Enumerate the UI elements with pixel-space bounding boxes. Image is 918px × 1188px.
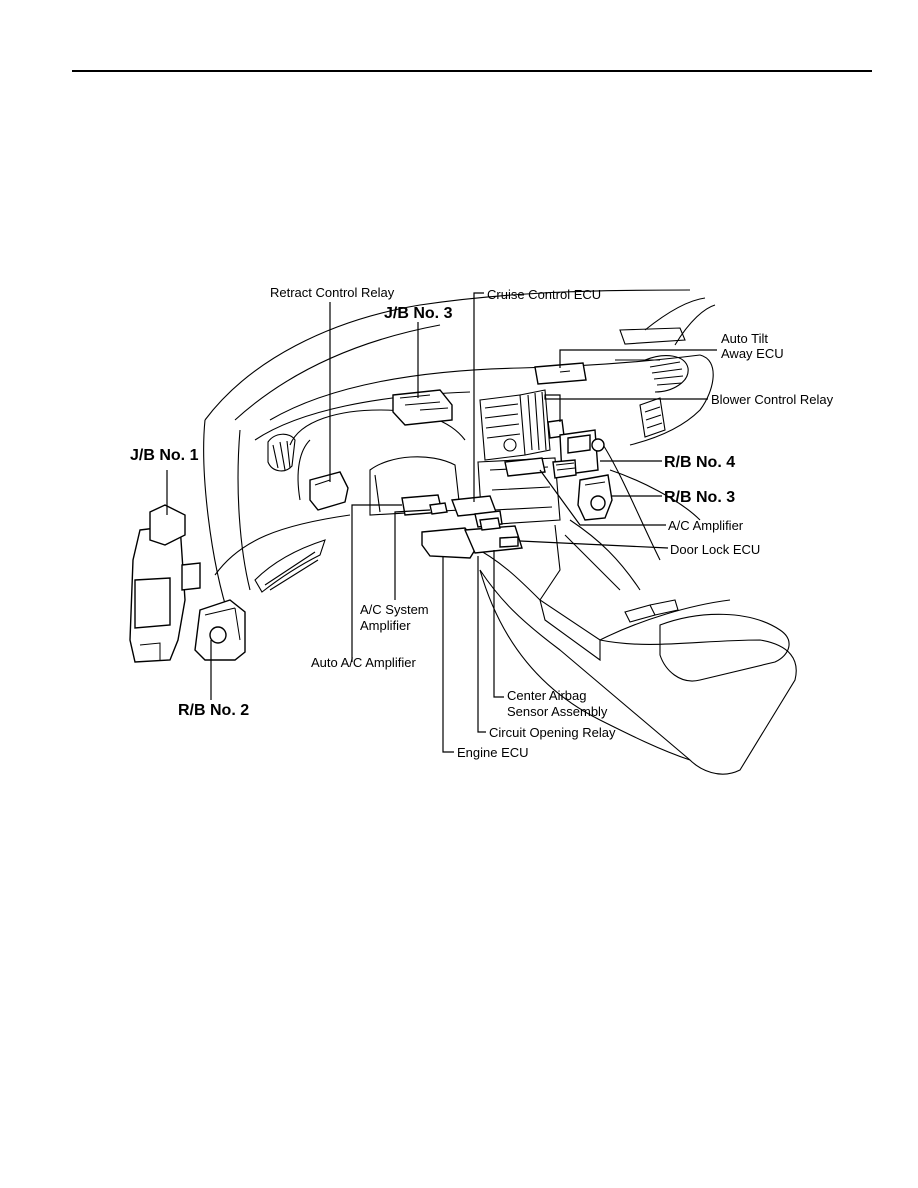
label-jb-no1: J/B No. 1: [130, 447, 199, 464]
label-rb-no4: R/B No. 4: [664, 454, 735, 471]
engine-ecu-part: [421, 527, 479, 559]
header-rule: [72, 70, 872, 72]
label-rb-no2: R/B No. 2: [178, 702, 249, 719]
label-ac-system-line2: Amplifier: [360, 618, 411, 633]
ac-amplifier-part: [504, 457, 546, 477]
label-auto-tilt-line1: Auto Tilt: [721, 331, 768, 346]
ac-system-amplifier-part: [401, 494, 448, 516]
jb-no3-part: [392, 389, 453, 426]
label-door-lock-ecu: Door Lock ECU: [670, 542, 760, 557]
rb-no2-part: [194, 599, 246, 661]
label-ac-system-line1: A/C System: [360, 602, 429, 617]
label-jb-no3: J/B No. 3: [384, 305, 453, 322]
rb-no3-part: [577, 474, 613, 521]
label-blower-control-relay: Blower Control Relay: [711, 392, 834, 407]
component-parts: [129, 362, 613, 663]
auto-tilt-ecu-part: [534, 362, 587, 385]
label-circuit-opening-relay: Circuit Opening Relay: [489, 725, 616, 740]
label-cruise-control-ecu: Cruise Control ECU: [487, 287, 601, 302]
label-retract-control-relay: Retract Control Relay: [270, 285, 395, 300]
retract-relay-part: [309, 471, 349, 511]
leader-lines: [166, 292, 717, 753]
jb-no1-part: [129, 504, 201, 663]
label-center-airbag-line2: Sensor Assembly: [507, 704, 608, 719]
label-rb-no3: R/B No. 3: [664, 489, 735, 506]
label-auto-tilt-line2: Away ECU: [721, 346, 784, 361]
label-engine-ecu: Engine ECU: [457, 745, 529, 760]
rb-no4-part: [552, 429, 605, 479]
label-ac-amplifier: A/C Amplifier: [668, 518, 744, 533]
component-labels: Retract Control Relay Cruise Control ECU…: [130, 285, 834, 760]
label-center-airbag-line1: Center Airbag: [507, 688, 587, 703]
label-auto-ac-amplifier: Auto A/C Amplifier: [311, 655, 416, 670]
airbag-sensor-part: [463, 517, 523, 554]
